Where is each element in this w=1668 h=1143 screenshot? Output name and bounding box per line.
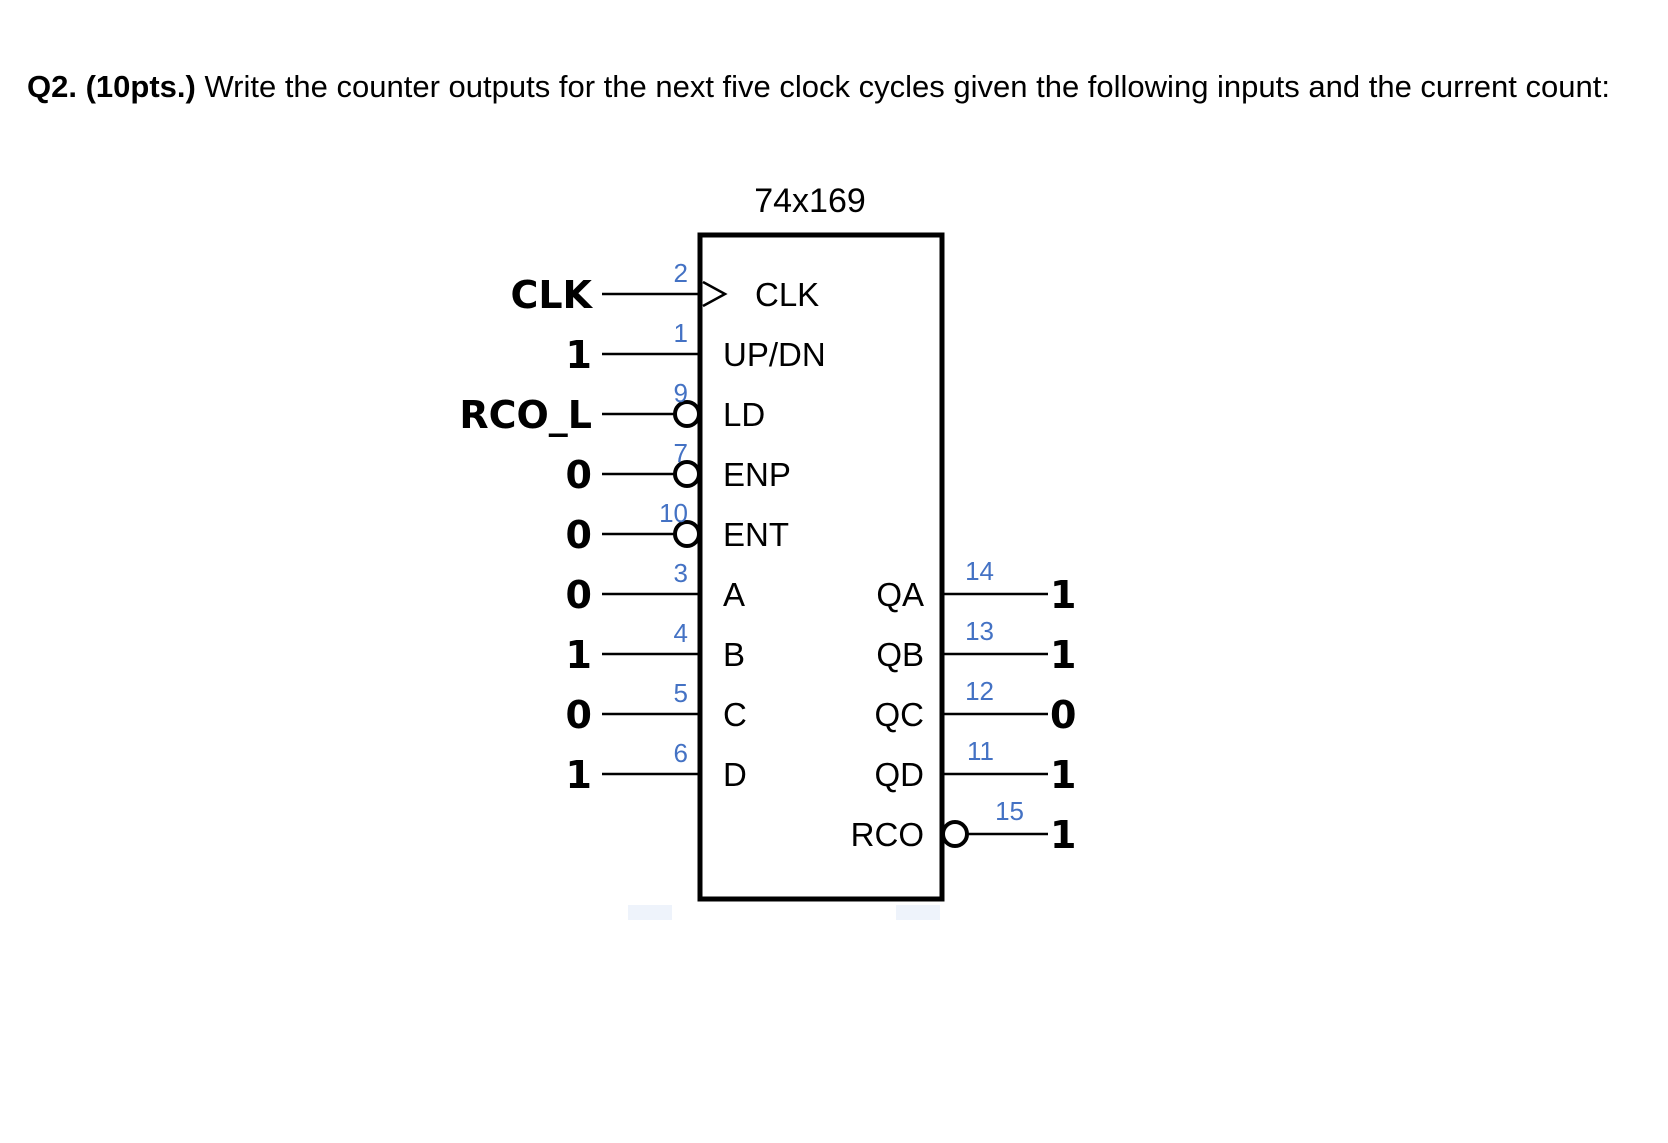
chip-input-name: LD (723, 396, 765, 433)
input-pin-number: 4 (674, 618, 688, 648)
inversion-bubble (673, 460, 701, 488)
output-pin-number: 15 (995, 796, 1024, 826)
clock-triangle (702, 280, 728, 308)
input-signal-label: 0 (566, 513, 592, 557)
chip-output-name: QD (875, 756, 925, 793)
input-signal-label: 1 (566, 633, 592, 677)
chip-output-name: QB (876, 636, 924, 673)
output-pin-number: 14 (965, 556, 994, 586)
input-signal-label: 0 (566, 453, 592, 497)
input-signal-label: 0 (566, 693, 592, 737)
output-value-label: 1 (1050, 753, 1076, 797)
output-pin-number: 12 (965, 676, 994, 706)
inversion-bubble (941, 820, 969, 848)
output-value-label: 1 (1050, 813, 1076, 857)
input-pin-number: 2 (674, 258, 688, 288)
input-pin-number: 10 (659, 498, 688, 528)
input-signal-label: CLK (510, 273, 593, 317)
chip-output-name: RCO (851, 816, 924, 853)
chip-input-name: ENP (723, 456, 791, 493)
input-pin-number: 5 (674, 678, 688, 708)
input-signal-label: 0 (566, 573, 592, 617)
chip-input-name: A (723, 576, 745, 613)
chip-input-name: C (723, 696, 747, 733)
chip-input-name: CLK (755, 276, 819, 313)
output-value-label: 1 (1050, 633, 1076, 677)
chip-body (697, 232, 945, 902)
inversion-bubble (673, 520, 701, 548)
input-pin-number: 9 (674, 378, 688, 408)
faint-mark-left (628, 905, 672, 920)
inversion-bubble (673, 400, 701, 428)
input-signal-label: 1 (566, 753, 592, 797)
output-pin-number: 13 (965, 616, 994, 646)
question-body: Write the counter outputs for the next f… (195, 69, 1610, 104)
chip-input-name: ENT (723, 516, 789, 553)
chip-input-name: B (723, 636, 745, 673)
input-signal-label: 1 (566, 333, 592, 377)
chip-output-name: QA (876, 576, 924, 613)
input-pin-number: 7 (674, 438, 688, 468)
faint-mark-right (896, 905, 940, 920)
question-text: Q2. (10pts.) Write the counter outputs f… (27, 68, 1637, 106)
output-value-label: 0 (1050, 693, 1076, 737)
chip-input-name: D (723, 756, 747, 793)
question-label: Q2. (10pts.) (27, 69, 196, 104)
input-signal-label: RCO_L (459, 393, 592, 437)
chip-output-name: QC (875, 696, 925, 733)
output-value-label: 1 (1050, 573, 1076, 617)
input-pin-number: 6 (674, 738, 688, 768)
chip-input-name: UP/DN (723, 336, 826, 373)
chip-title: 74x169 (754, 182, 866, 220)
input-pin-number: 3 (674, 558, 688, 588)
output-pin-number: 11 (967, 736, 994, 766)
input-pin-number: 1 (674, 318, 688, 348)
